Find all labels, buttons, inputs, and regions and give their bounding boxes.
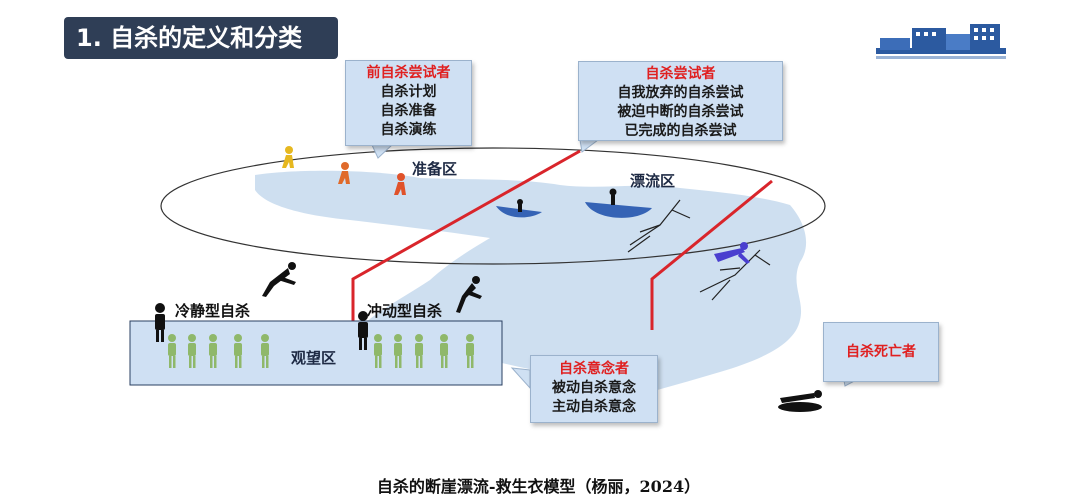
observer-group-left-icon (168, 334, 269, 368)
boat-2-icon (585, 188, 652, 218)
walking-person-orange-2-icon (394, 173, 406, 195)
observer-group-right-icon (374, 334, 474, 368)
boundary-line-1 (351, 149, 581, 338)
ideator-tail (510, 367, 531, 390)
pre-attempter-tail (371, 144, 394, 159)
ideator-item: 被动自杀意念 (552, 380, 636, 396)
death-heading: 自杀死亡者 (846, 344, 916, 360)
prep-drift-ellipse (160, 147, 826, 265)
figure-caption: 自杀的断崖漂流-救生衣模型（杨丽，2024） (376, 477, 701, 496)
attempter-heading: 自杀尝试者 (645, 66, 716, 82)
calm-type-label: 冷静型自杀 (175, 302, 251, 320)
pre-attempter-item: 自杀计划 (380, 84, 437, 100)
attempter-callout: 自杀尝试者 自我放弃的自杀尝试 被迫中断的自杀尝试 已完成的自杀尝试 (578, 61, 783, 141)
drowning-person-icon (714, 242, 750, 264)
death-callout: 自杀死亡者 (823, 322, 939, 382)
attempter-item: 已完成的自杀尝试 (624, 123, 737, 139)
institution-logo (876, 24, 1006, 59)
ideator-item: 主动自杀意念 (552, 399, 636, 415)
page-title: 1. 自杀的定义和分类 (64, 17, 338, 59)
calm-type-person-icon (155, 303, 165, 342)
watch-zone-label: 观望区 (291, 349, 337, 367)
boat-1-icon (496, 199, 542, 218)
jumping-person-2-icon (456, 276, 482, 313)
pre-attempter-item: 自杀准备 (380, 103, 437, 119)
prep-zone-label: 准备区 (412, 160, 458, 178)
impulsive-type-person-icon (358, 311, 368, 350)
drift-zone-label: 漂流区 (630, 172, 676, 190)
pre-attempter-heading: 前自杀尝试者 (366, 65, 451, 81)
boundary-line-2 (650, 179, 773, 330)
pre-attempter-item: 自杀演练 (380, 122, 437, 138)
impulsive-type-label: 冲动型自杀 (367, 302, 443, 320)
deceased-person-icon (778, 390, 822, 412)
tree-branch-2-icon (699, 249, 771, 301)
walking-person-orange-icon (338, 162, 350, 184)
jumping-person-1-icon (262, 262, 296, 297)
attempter-item: 被迫中断的自杀尝试 (617, 104, 744, 120)
ideator-callout: 自杀意念者 被动自杀意念 主动自杀意念 (530, 355, 658, 423)
ideator-heading: 自杀意念者 (559, 361, 629, 377)
tree-branch-1-icon (627, 199, 691, 253)
attempter-item: 自我放弃的自杀尝试 (617, 85, 744, 101)
walking-person-yellow-icon (282, 146, 294, 168)
pre-attempter-callout: 前自杀尝试者 自杀计划 自杀准备 自杀演练 (345, 60, 472, 146)
